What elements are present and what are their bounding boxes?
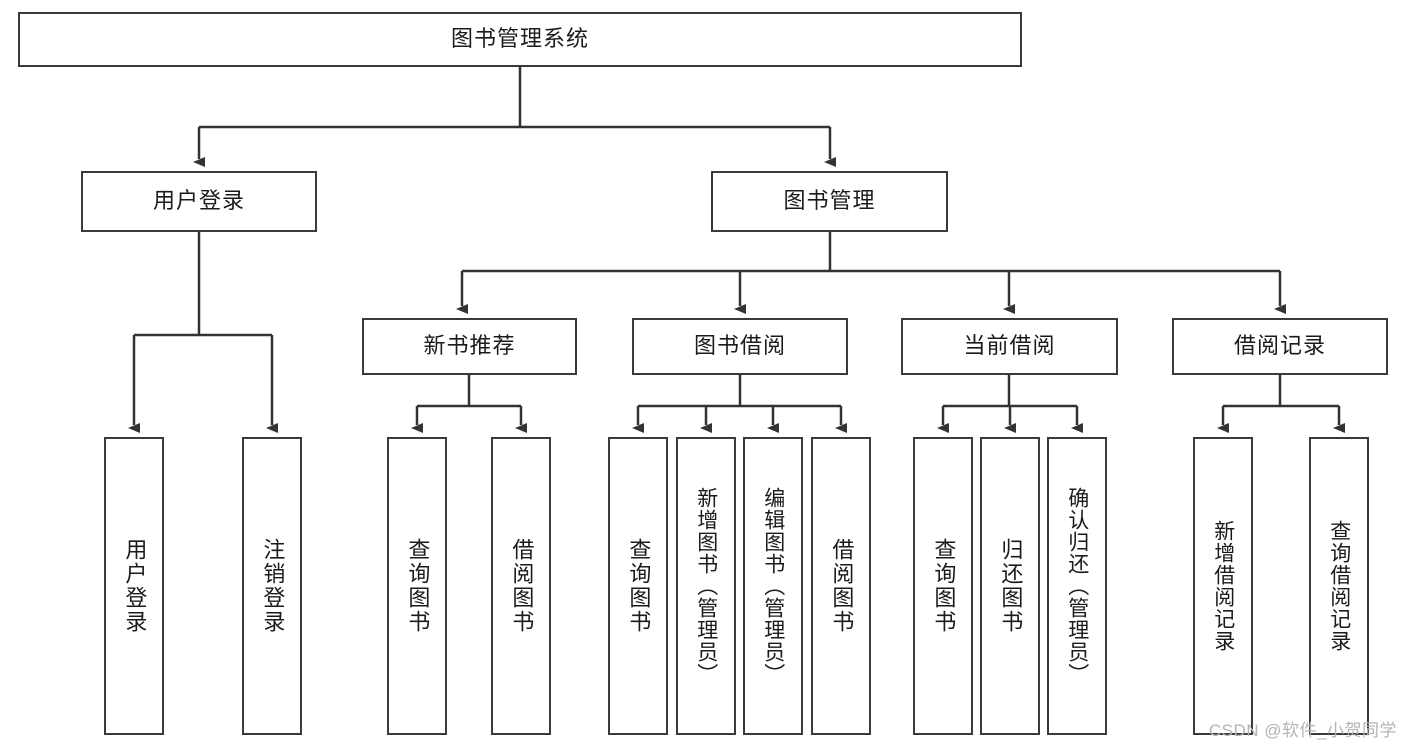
node-label: 图书借阅 bbox=[693, 333, 786, 359]
leaf-borrow-record-query[interactable]: 查询借阅记录 bbox=[1309, 437, 1369, 735]
node-label: 新书推荐 bbox=[423, 333, 516, 359]
leaf-user-login-login[interactable]: 用户登录 bbox=[104, 437, 164, 735]
node-label: 借阅图书 bbox=[829, 538, 855, 634]
connector-current-borrow-branch bbox=[937, 375, 1083, 433]
node-label: 图书管理 bbox=[783, 188, 876, 214]
node-label: 确认归还（管理员） bbox=[1065, 487, 1089, 685]
leaf-new-book-query[interactable]: 查询图书 bbox=[387, 437, 447, 735]
connector-new-book-branch bbox=[411, 375, 527, 433]
leaf-current-borrow-query[interactable]: 查询图书 bbox=[913, 437, 973, 735]
connector-book-borrow-branch bbox=[632, 375, 847, 433]
node-label: 用户登录 bbox=[122, 538, 148, 634]
leaf-book-borrow-add[interactable]: 新增图书（管理员） bbox=[676, 437, 736, 735]
node-current-borrow[interactable]: 当前借阅 bbox=[901, 318, 1118, 375]
node-label: 注销登录 bbox=[260, 538, 286, 634]
leaf-book-borrow-edit[interactable]: 编辑图书（管理员） bbox=[743, 437, 803, 735]
connector-book-manage-branch bbox=[456, 232, 1286, 314]
node-label: 借阅图书 bbox=[509, 538, 535, 634]
connector-borrow-record-branch bbox=[1217, 375, 1345, 433]
node-system-root[interactable]: 图书管理系统 bbox=[18, 12, 1022, 67]
node-new-book-recommend[interactable]: 新书推荐 bbox=[362, 318, 577, 375]
connector-root-stem bbox=[193, 67, 836, 167]
node-label: 新增图书（管理员） bbox=[694, 487, 718, 685]
node-label: 用户登录 bbox=[152, 188, 245, 214]
node-label: 编辑图书（管理员） bbox=[761, 487, 785, 685]
node-label: 查询图书 bbox=[405, 538, 431, 634]
leaf-borrow-record-add[interactable]: 新增借阅记录 bbox=[1193, 437, 1253, 735]
leaf-book-borrow-query[interactable]: 查询图书 bbox=[608, 437, 668, 735]
node-label: 新增借阅记录 bbox=[1211, 520, 1235, 652]
node-borrow-record[interactable]: 借阅记录 bbox=[1172, 318, 1388, 375]
node-label: 借阅记录 bbox=[1233, 333, 1326, 359]
node-label: 查询借阅记录 bbox=[1327, 520, 1351, 652]
node-label: 查询图书 bbox=[931, 538, 957, 634]
leaf-book-borrow-borrow[interactable]: 借阅图书 bbox=[811, 437, 871, 735]
node-label: 归还图书 bbox=[998, 538, 1024, 634]
watermark: CSDN @软件_小贺同学 bbox=[1208, 721, 1397, 740]
leaf-user-login-logout[interactable]: 注销登录 bbox=[242, 437, 302, 735]
leaf-new-book-borrow[interactable]: 借阅图书 bbox=[491, 437, 551, 735]
node-label: 查询图书 bbox=[626, 538, 652, 634]
node-label: 当前借阅 bbox=[963, 333, 1056, 359]
connector-user-login-branch bbox=[128, 232, 278, 433]
leaf-current-borrow-confirm[interactable]: 确认归还（管理员） bbox=[1047, 437, 1107, 735]
node-label: 图书管理系统 bbox=[450, 26, 589, 52]
node-book-borrow[interactable]: 图书借阅 bbox=[632, 318, 848, 375]
leaf-current-borrow-return[interactable]: 归还图书 bbox=[980, 437, 1040, 735]
node-book-manage[interactable]: 图书管理 bbox=[711, 171, 948, 232]
node-user-login[interactable]: 用户登录 bbox=[81, 171, 317, 232]
